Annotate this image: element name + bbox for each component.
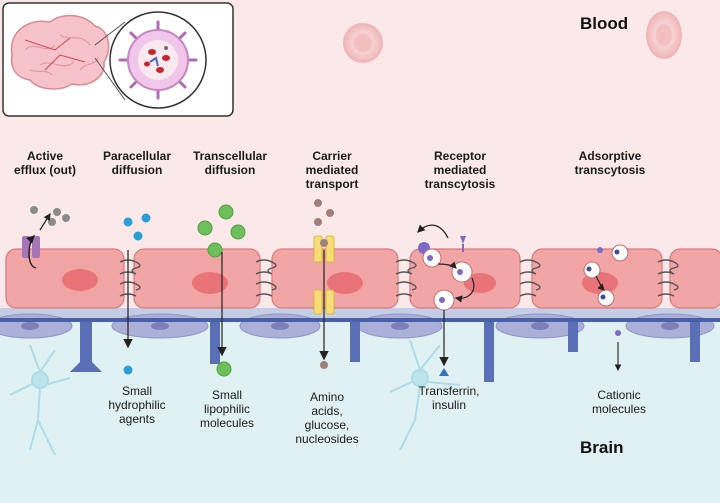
vessel-cross-section-icon: [109, 11, 207, 109]
efflux-molecules: [30, 206, 70, 231]
pericyte-nuclei: [21, 322, 679, 330]
transferrin-marker: [439, 368, 449, 376]
pathway-title-transcellular: Transcellular diffusion: [192, 149, 268, 177]
carrier-transporter-icon: [313, 235, 335, 315]
red-blood-cell-icon: [646, 11, 682, 59]
pathway-title-paracellular: Paracellular diffusion: [102, 149, 172, 177]
adsorptive-vesicles: [583, 244, 629, 307]
efflux-pump-icon: [22, 235, 40, 269]
inset-panel: [2, 2, 234, 117]
receptor-recycle-arrow: [417, 224, 449, 239]
pathway-result-receptor: Transferrin, insulin: [418, 384, 480, 412]
pathway-result-adsorptive: Cationic molecules: [591, 388, 647, 416]
brain-icon: [10, 14, 110, 90]
pathway-title-carrier: Carrier mediated transport: [305, 149, 359, 191]
tight-junction-icon: [119, 259, 679, 297]
pathway-title-receptor: Receptor mediated transcytosis: [424, 149, 496, 191]
pathway-result-transcellular: Small lipophilic molecules: [199, 388, 255, 430]
blood-label: Blood: [580, 14, 629, 33]
pathway-result-paracellular: Small hydrophilic agents: [108, 384, 166, 426]
carrier-transported-molecule: [320, 239, 328, 247]
carrier-molecules: [314, 199, 334, 226]
carrier-released-molecule: [320, 361, 328, 369]
red-blood-cell-icon: [343, 23, 383, 63]
neuron-icon: [9, 339, 461, 456]
pathway-title-active-efflux: Active efflux (out): [14, 149, 76, 177]
vesicle-cargo: [427, 255, 463, 303]
cell-nucleus: [62, 269, 618, 294]
astrocyte-foot: [0, 318, 720, 382]
pathway-result-carrier: Amino acids, glucose, nucleosides: [295, 390, 359, 446]
hydrophilic-molecules: [123, 213, 151, 375]
pathway-title-adsorptive: Adsorptive transcytosis: [574, 149, 646, 177]
brain-label: Brain: [580, 438, 624, 457]
lipophilic-molecules: [197, 204, 246, 377]
